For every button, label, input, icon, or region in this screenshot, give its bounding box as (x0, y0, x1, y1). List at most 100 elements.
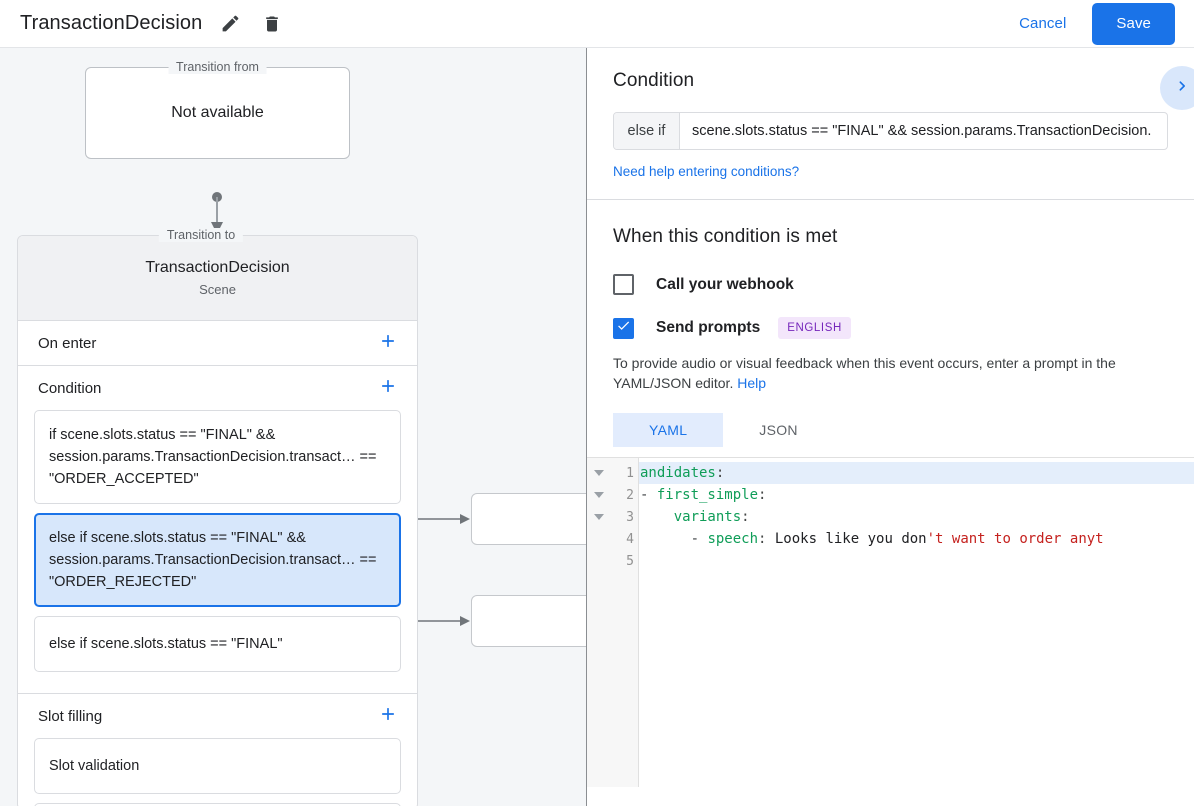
section-title-slot-filling: Slot filling (38, 707, 103, 725)
chevron-right-icon (1172, 76, 1192, 101)
condition-heading: Condition (613, 70, 695, 91)
section-title-condition: Condition (38, 379, 102, 397)
condition-item[interactable]: if scene.slots.status == "FINAL" && sess… (34, 410, 401, 504)
condition-help-link[interactable]: Need help entering conditions? (613, 164, 800, 179)
chevron-down-icon[interactable] (593, 492, 604, 498)
line-number: 2 (626, 487, 634, 503)
editor-gutter: 1 2 3 4 5 (587, 458, 639, 787)
condition-item[interactable]: else if scene.slots.status == "FINAL" &&… (34, 513, 401, 607)
code-token: : (741, 509, 750, 525)
code-token: : (715, 465, 725, 481)
code-token: - (640, 531, 708, 547)
line-number: 3 (626, 509, 634, 525)
section-on-enter: On enter (18, 321, 417, 366)
language-badge: ENGLISH (778, 317, 851, 339)
prompt-help-link[interactable]: Help (737, 375, 767, 391)
section-header-slot-filling: Slot filling (18, 694, 417, 738)
code-token: - (640, 487, 657, 503)
tab-yaml[interactable]: YAML (613, 413, 724, 447)
webhook-row[interactable]: Call your webhook (613, 274, 1168, 295)
condition-input-row: else if (613, 112, 1168, 150)
code-token: : (758, 531, 767, 547)
cancel-button[interactable]: Cancel (1005, 7, 1080, 40)
line-number: 4 (626, 531, 634, 547)
code-token (640, 509, 674, 525)
save-button[interactable]: Save (1092, 2, 1175, 45)
transition-target-box-2[interactable] (471, 595, 586, 647)
fold-cell[interactable] (587, 492, 611, 498)
gutter-row: 5 (587, 550, 638, 572)
plus-icon (378, 331, 398, 356)
chevron-down-icon[interactable] (593, 514, 604, 520)
send-prompts-checkbox[interactable] (613, 317, 634, 339)
call-webhook-checkbox[interactable] (613, 274, 634, 295)
code-token: andidates (640, 465, 716, 481)
line-number: 5 (626, 553, 634, 569)
editor-format-tabs: YAML JSON (613, 413, 1168, 447)
editor-code-area[interactable]: andidates:- first_simple: variants: - sp… (639, 458, 1194, 787)
slot-validation-item[interactable]: Slot validation (34, 738, 401, 794)
transition-to-legend: Transition to (158, 228, 244, 242)
code-line[interactable]: - first_simple: (639, 484, 1194, 506)
transition-target-box-1[interactable] (471, 493, 586, 545)
send-prompts-row[interactable]: Send prompts ENGLISH (613, 317, 1168, 339)
edit-name-button[interactable] (216, 10, 244, 38)
flow-canvas: Transition from Not available Transition… (0, 48, 586, 806)
code-token: first_simple (656, 487, 759, 503)
plus-icon (378, 376, 398, 401)
gutter-row: 2 (587, 484, 638, 506)
pencil-icon (220, 13, 241, 34)
scene-name: TransactionDecision (145, 259, 290, 276)
delete-button[interactable] (258, 10, 286, 38)
tab-json[interactable]: JSON (759, 422, 798, 438)
gutter-row: 1 (587, 462, 638, 484)
code-line[interactable] (639, 550, 1194, 572)
add-on-enter-button[interactable] (375, 330, 401, 356)
flow-arrow-icon (211, 192, 223, 234)
details-panel: Condition else if Need help entering con… (586, 48, 1194, 806)
add-slot-filling-button[interactable] (375, 703, 401, 729)
page-title: TransactionDecision (20, 12, 203, 34)
code-line[interactable]: andidates: (639, 462, 1194, 484)
scene-header: TransactionDecision Scene (18, 236, 417, 321)
code-token: : (758, 487, 767, 503)
add-condition-button[interactable] (375, 375, 401, 401)
transition-from-legend: Transition from (168, 60, 267, 74)
section-title-on-enter: On enter (38, 334, 97, 352)
when-condition-met-section: When this condition is met Call your web… (587, 200, 1194, 447)
scene-kind: Scene (199, 282, 236, 297)
prompt-description-text: To provide audio or visual feedback when… (613, 355, 1116, 391)
code-line[interactable]: variants: (639, 506, 1194, 528)
prompt-description: To provide audio or visual feedback when… (613, 353, 1168, 393)
code-token: 't want to order anyt (926, 531, 1104, 547)
section-condition: Condition if scene.slots.status == "FINA… (18, 366, 417, 694)
scene-card: TransactionDecision Scene On enter Condi… (17, 235, 418, 806)
section-header-condition: Condition (18, 366, 417, 410)
code-token: variants (673, 509, 742, 525)
gutter-row: 3 (587, 506, 638, 528)
condition-prefix-label: else if (614, 113, 680, 149)
transition-from-value: Not available (171, 104, 264, 121)
gutter-row: 4 (587, 528, 638, 550)
when-met-heading: When this condition is met (613, 226, 838, 247)
send-prompts-label: Send prompts (656, 319, 761, 336)
line-number: 1 (626, 465, 634, 481)
fold-cell[interactable] (587, 514, 611, 520)
fold-cell[interactable] (587, 470, 611, 476)
plus-icon (378, 704, 398, 729)
trash-icon (262, 14, 282, 34)
expand-panel-button[interactable] (1160, 66, 1194, 110)
code-token: Looks like you don (766, 531, 927, 547)
chevron-down-icon[interactable] (593, 470, 604, 476)
code-line[interactable]: - speech: Looks like you don't want to o… (639, 528, 1194, 550)
section-header-on-enter: On enter (18, 321, 417, 365)
condition-editor-section: Condition else if Need help entering con… (587, 48, 1194, 200)
call-webhook-label: Call your webhook (656, 275, 794, 293)
condition-input[interactable] (680, 113, 1167, 149)
transition-from-box: Transition from Not available (85, 60, 350, 159)
condition-item[interactable]: else if scene.slots.status == "FINAL" (34, 616, 401, 672)
code-token: speech (707, 531, 759, 547)
check-icon (616, 318, 631, 338)
section-slot-filling: Slot filling Slot validation (18, 694, 417, 806)
